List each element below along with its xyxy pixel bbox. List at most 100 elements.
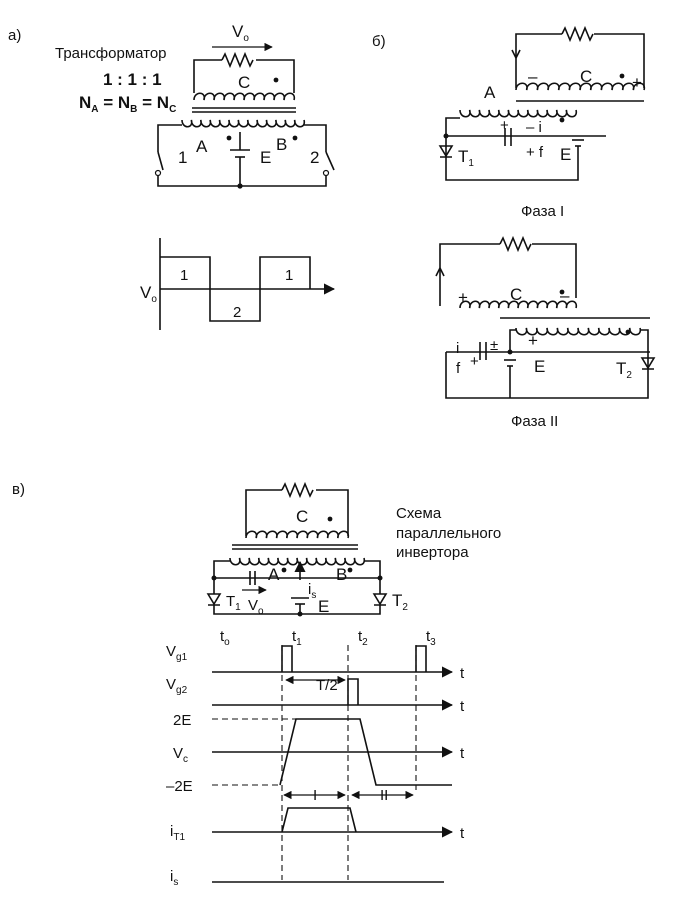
vg2-t-label: t xyxy=(460,698,465,715)
p1-outer-wire xyxy=(445,117,579,181)
panel-v-circuit: Схема параллельного инвертора C A B is E… xyxy=(206,481,501,617)
p2-plus-sign: + xyxy=(458,288,468,307)
coil-b-polarity-dot xyxy=(292,135,298,141)
turns-equality: NA = NB = NC xyxy=(79,93,176,115)
caption-line-1: Схема xyxy=(396,505,442,522)
p1-thyristor xyxy=(438,145,454,158)
row-m2e-label: –2E xyxy=(166,778,193,795)
time-label-t2: t2 xyxy=(358,628,368,648)
p2-left-lead xyxy=(509,329,516,352)
secondary-wire-right xyxy=(256,59,295,93)
p2-t-label: T2 xyxy=(616,359,632,381)
v-t1-thyristor xyxy=(206,593,222,606)
row-is-label: is xyxy=(170,868,178,888)
p1-t-label: T1 xyxy=(458,147,474,169)
caption-line-3: инвертора xyxy=(396,544,469,561)
p1-coil-a xyxy=(459,109,578,118)
v-a-dot xyxy=(281,567,287,573)
pulse-3-label: 1 xyxy=(285,267,293,284)
caption-line-2: параллельного xyxy=(396,525,501,542)
square-wave xyxy=(160,256,311,322)
p1-resistor xyxy=(561,25,594,43)
p1-minus-sign: – xyxy=(528,67,538,86)
switch-2-label: 2 xyxy=(310,148,319,167)
vg1-pulse-2 xyxy=(415,645,427,672)
p2-loop-left xyxy=(439,243,500,306)
v-loop-left xyxy=(245,489,282,536)
vc-t-label: t xyxy=(460,745,465,762)
p2-thyristor xyxy=(640,357,656,370)
panel-a-circuit: Трансформатор 1 : 1 : 1 NA = NB = NC Vo … xyxy=(55,22,335,189)
p2-resistor xyxy=(499,235,532,253)
load-resistor xyxy=(221,51,254,69)
turns-ratio: 1 : 1 : 1 xyxy=(103,70,162,89)
transformer-title: Трансформатор xyxy=(55,45,167,62)
p2-f-label: f xyxy=(456,360,461,377)
pulse-1-label: 1 xyxy=(180,267,188,284)
coil-c xyxy=(193,92,296,101)
row-vc-label: Vc xyxy=(173,745,188,765)
coil-c-polarity-dot xyxy=(273,77,279,83)
vg1-t-label: t xyxy=(460,665,465,682)
p2-coil-ab xyxy=(515,327,642,336)
interval-1-label: I xyxy=(313,787,317,804)
v-b-dot xyxy=(347,567,353,573)
interval-2-label: II xyxy=(380,787,388,804)
p2-f-plus: + xyxy=(470,353,479,370)
time-label-t0: to xyxy=(220,628,230,648)
v-t2-label: T2 xyxy=(392,591,408,613)
vg2-pulse xyxy=(347,678,359,705)
p2-coil-c xyxy=(459,300,578,309)
pulse-2-label: 2 xyxy=(233,304,241,321)
p1-minus-i: – i xyxy=(526,119,542,136)
p1-loop-left xyxy=(515,33,562,88)
p1-junction xyxy=(443,133,449,139)
v-a-label: A xyxy=(268,565,280,584)
row-2e-label: 2E xyxy=(173,712,191,729)
p1-loop-right xyxy=(594,33,645,88)
p2-outer-wire xyxy=(445,329,649,399)
half-period-label: T/2 xyxy=(316,677,338,694)
v-e-label: E xyxy=(318,597,329,616)
coil-a-polarity-dot xyxy=(226,135,232,141)
v-is-label: is xyxy=(308,581,316,601)
panel-a-waveform: Vo 1 2 1 xyxy=(140,238,336,330)
winding-a-label: A xyxy=(196,137,208,156)
p1-current-arrow xyxy=(511,49,521,59)
p1-plus-f: + f xyxy=(526,144,544,161)
vg1-pulse-1 xyxy=(281,645,293,672)
vo-label: Vo xyxy=(232,22,249,44)
p2-cap-plus: ± xyxy=(490,337,498,354)
v-left-lead xyxy=(213,560,230,594)
it1-t-label: t xyxy=(460,825,465,842)
battery-label: E xyxy=(260,148,271,167)
row-it1-label: iT1 xyxy=(170,823,185,843)
switch-1-contact xyxy=(154,169,162,177)
v-right-lead xyxy=(364,560,381,594)
switch-1-label: 1 xyxy=(178,148,187,167)
p2-junction xyxy=(507,349,513,355)
v-t1-label: T1 xyxy=(226,593,241,613)
p1-plus-sign: + xyxy=(632,73,642,92)
junction-dot xyxy=(237,183,243,189)
switch-2-contact xyxy=(322,169,330,177)
switch-2 xyxy=(325,151,335,171)
row-vg1-label: Vg1 xyxy=(166,643,188,663)
v-c-label: C xyxy=(296,507,308,526)
time-label-t3: t3 xyxy=(426,628,436,648)
v-ground xyxy=(213,605,381,615)
phase-1-caption: Фаза I xyxy=(521,203,564,220)
primary-wire-right xyxy=(304,124,327,152)
p2-current-arrow xyxy=(435,267,445,277)
v-loop-right xyxy=(316,489,349,536)
row-vg2-label: Vg2 xyxy=(166,676,188,696)
vc-waveform xyxy=(279,718,452,786)
wave-axis-label: Vo xyxy=(140,283,157,305)
timing-diagram: to t1 t2 t3 Vg1 Vg2 2E Vc –2E iT1 is t t… xyxy=(166,628,465,888)
p1-a-label: A xyxy=(484,83,496,102)
p2-c-label: C xyxy=(510,285,522,304)
primary-wire-left xyxy=(157,124,182,152)
v-coil-c xyxy=(245,530,350,539)
p2-e-label: E xyxy=(534,357,545,376)
